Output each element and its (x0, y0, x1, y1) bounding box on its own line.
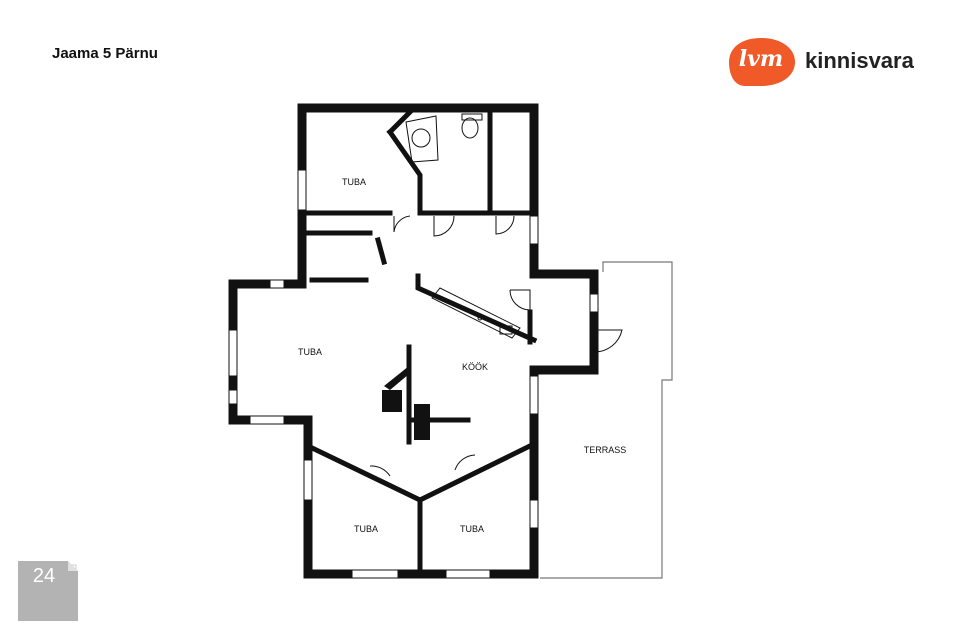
page-badge-icon (18, 561, 78, 621)
bathroom-fixtures (405, 113, 483, 163)
page-title: Jaama 5 Pärnu (52, 45, 158, 62)
room-label-tuba-left: TUBA (297, 347, 323, 357)
room-label-terrass: TERRASS (583, 445, 627, 455)
terrace-outline (540, 261, 673, 579)
kitchen-counter (431, 287, 521, 339)
page-number: 24 (32, 565, 56, 587)
outer-walls (228, 103, 599, 579)
interior-walls (299, 105, 538, 577)
room-label-kook: KÖÖK (461, 362, 489, 372)
doors (369, 215, 623, 477)
logo-badge-icon (729, 38, 795, 86)
logo-wordmark: kinnisvara (805, 48, 914, 73)
fireplace (382, 366, 430, 440)
room-label-tuba-bottom-right: TUBA (459, 524, 485, 534)
room-label-tuba-bottom-left: TUBA (353, 524, 379, 534)
room-label-tuba-top: TUBA (341, 177, 367, 187)
brand-logo: lvm kinnisvara (727, 36, 927, 88)
windows (228, 169, 599, 579)
logo-mark: lvm (738, 46, 784, 72)
